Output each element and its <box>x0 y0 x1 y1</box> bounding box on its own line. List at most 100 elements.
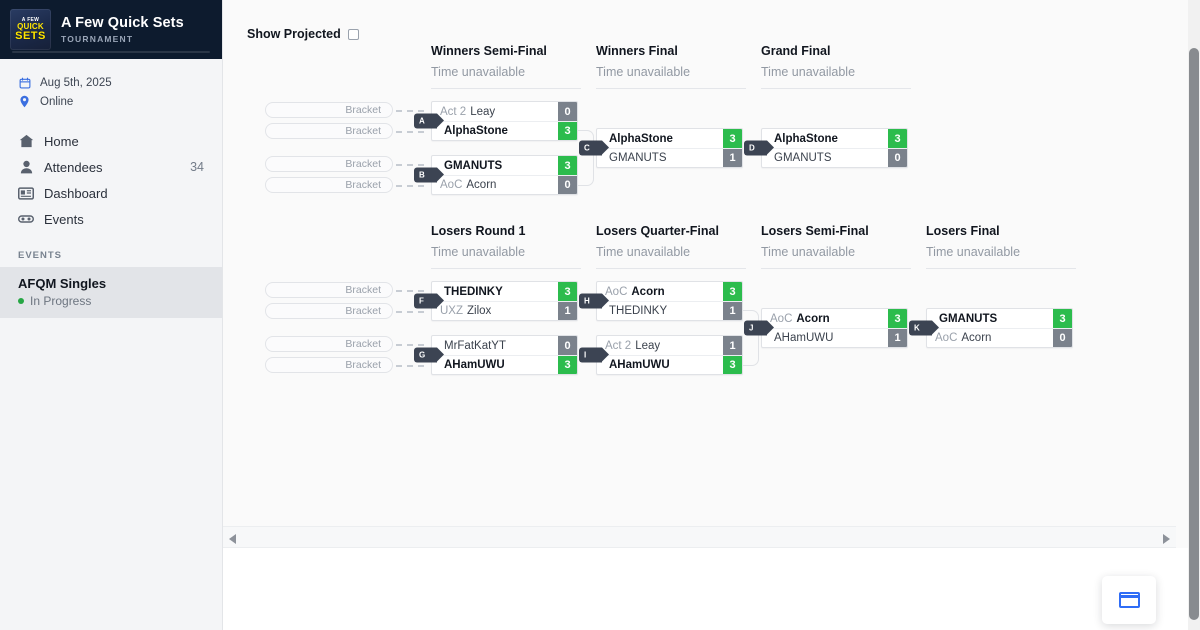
bracket-placeholder[interactable]: Bracket <box>265 177 393 193</box>
bracket-placeholder[interactable]: Bracket <box>265 123 393 139</box>
sidebar-item-afqm-singles[interactable]: AFQM Singles In Progress <box>0 267 222 318</box>
home-icon <box>18 134 34 148</box>
match-slot[interactable]: GMANUTS 0 <box>762 148 907 167</box>
player-name: GMANUTS <box>774 152 832 164</box>
player-name: THEDINKY <box>444 285 503 298</box>
bracket-placeholder[interactable]: Bracket <box>265 336 393 352</box>
round-time: Time unavailable <box>596 65 691 79</box>
match-slot[interactable]: Act 2 Leay 0 <box>432 102 577 121</box>
match-K[interactable]: K GMANUTS 3 AoC Acorn 0 <box>909 308 1073 348</box>
match-B[interactable]: B GMANUTS 3 AoC Acorn 0 <box>414 155 578 195</box>
left-arrow-icon[interactable] <box>229 534 236 544</box>
bracket-connector <box>578 130 594 186</box>
round-divider <box>926 268 1076 269</box>
bracket-pane: Show Projected Winners Semi-Final Time u… <box>223 0 1188 630</box>
player-score: 0 <box>558 336 577 355</box>
match-slot[interactable]: UXZ Zilox 1 <box>432 301 577 320</box>
meta-location: Online <box>18 92 222 111</box>
match-slot[interactable]: AHamUWU 3 <box>597 355 742 374</box>
player-name: Acorn <box>466 179 497 191</box>
match-G[interactable]: G MrFatKatYT 0 AHamUWU 3 <box>414 335 578 375</box>
tournament-subtitle: TOURNAMENT <box>61 34 134 44</box>
show-projected-label: Show Projected <box>247 27 341 41</box>
round-time: Time unavailable <box>761 245 856 259</box>
match-slot[interactable]: AlphaStone 3 <box>432 121 577 140</box>
status-dot-icon <box>18 298 24 304</box>
show-projected-checkbox[interactable] <box>347 28 359 40</box>
bracket-placeholder[interactable]: Bracket <box>265 303 393 319</box>
match-letter: I <box>584 350 587 360</box>
sidebar-item-home[interactable]: Home <box>0 128 222 154</box>
connector-dashes <box>396 365 424 367</box>
tournament-meta: Aug 5th, 2025 Online <box>0 59 222 117</box>
user-icon <box>18 160 34 174</box>
player-name: GMANUTS <box>939 312 998 325</box>
bracket-placeholder-label: Bracket <box>345 338 381 350</box>
match-slot[interactable]: THEDINKY 3 <box>432 282 577 301</box>
vertical-scrollbar[interactable] <box>1188 0 1200 630</box>
tournament-banner[interactable]: A FEW QUICK SETS A Few Quick Sets TOURNA… <box>0 0 222 59</box>
match-J[interactable]: J AoC Acorn 3 AHamUWU 1 <box>744 308 908 348</box>
player-score: 0 <box>558 102 577 121</box>
round-time: Time unavailable <box>926 245 1021 259</box>
tournament-title: A Few Quick Sets <box>61 15 184 31</box>
event-status-label: In Progress <box>30 294 92 308</box>
bracket-placeholder[interactable]: Bracket <box>265 102 393 118</box>
player-name: Acorn <box>796 312 830 325</box>
match-A[interactable]: A Act 2 Leay 0 AlphaStone 3 <box>414 101 578 141</box>
match-slot[interactable]: GMANUTS 1 <box>597 148 742 167</box>
match-slot[interactable]: AlphaStone 3 <box>597 129 742 148</box>
logo-line-1: A FEW <box>21 16 40 23</box>
match-letter: A <box>419 116 425 126</box>
player-name: THEDINKY <box>609 305 668 317</box>
match-slot[interactable]: AoC Acorn 3 <box>762 309 907 328</box>
player-name: Zilox <box>467 305 492 317</box>
bracket-placeholder[interactable]: Bracket <box>265 357 393 373</box>
match-letter-tag: A <box>414 113 444 129</box>
player-score: 3 <box>723 282 742 301</box>
match-slot[interactable]: AoC Acorn 0 <box>432 175 577 194</box>
match-C[interactable]: C AlphaStone 3 GMANUTS 1 <box>579 128 743 168</box>
match-slot[interactable]: GMANUTS 3 <box>432 156 577 175</box>
match-slot[interactable]: AHamUWU 1 <box>762 328 907 347</box>
sidebar-item-dashboard[interactable]: Dashboard <box>0 180 222 206</box>
player-name: Leay <box>470 105 496 118</box>
browser-window-button[interactable] <box>1102 576 1156 624</box>
vertical-scrollbar-thumb[interactable] <box>1189 48 1199 620</box>
connector-dashes <box>396 164 424 166</box>
match-slot[interactable]: Act 2 Leay 1 <box>597 336 742 355</box>
round-title: Winners Final <box>596 44 678 58</box>
round-divider <box>761 268 911 269</box>
round-header-winners-final: Winners Final Time unavailable <box>596 44 746 89</box>
player-score: 3 <box>723 355 742 374</box>
match-D[interactable]: D AlphaStone 3 GMANUTS 0 <box>744 128 908 168</box>
player-prefix: AoC <box>440 179 463 191</box>
match-slot[interactable]: AoC Acorn 3 <box>597 282 742 301</box>
match-I[interactable]: I Act 2 Leay 1 AHamUWU 3 <box>579 335 743 375</box>
round-divider <box>431 88 581 89</box>
horizontal-scrollbar[interactable] <box>223 526 1176 548</box>
bracket-placeholder[interactable]: Bracket <box>265 156 393 172</box>
round-header-losers-semi-final: Losers Semi-Final Time unavailable <box>761 224 911 269</box>
match-F[interactable]: F THEDINKY 3 UXZ Zilox 1 <box>414 281 578 321</box>
match-slot[interactable]: AHamUWU 3 <box>432 355 577 374</box>
match-slot[interactable]: MrFatKatYT 0 <box>432 336 577 355</box>
round-title: Losers Round 1 <box>431 224 526 238</box>
event-status: In Progress <box>18 294 204 308</box>
match-slot[interactable]: THEDINKY 1 <box>597 301 742 320</box>
player-score: 1 <box>723 148 742 167</box>
match-H[interactable]: H AoC Acorn 3 THEDINKY 1 <box>579 281 743 321</box>
bracket-placeholder-label: Bracket <box>345 179 381 191</box>
sidebar-item-attendees[interactable]: Attendees 34 <box>0 154 222 180</box>
match-slot[interactable]: AoC Acorn 0 <box>927 328 1072 347</box>
bracket-placeholder[interactable]: Bracket <box>265 282 393 298</box>
connector-dashes <box>396 290 424 292</box>
player-name: AHamUWU <box>609 359 670 371</box>
sidebar-item-events[interactable]: Events <box>0 206 222 232</box>
events-icon <box>18 214 34 224</box>
match-letter: G <box>419 350 426 360</box>
match-slot[interactable]: AlphaStone 3 <box>762 129 907 148</box>
right-arrow-icon[interactable] <box>1163 534 1170 544</box>
bracket-placeholder-label: Bracket <box>345 125 381 137</box>
match-slot[interactable]: GMANUTS 3 <box>927 309 1072 328</box>
